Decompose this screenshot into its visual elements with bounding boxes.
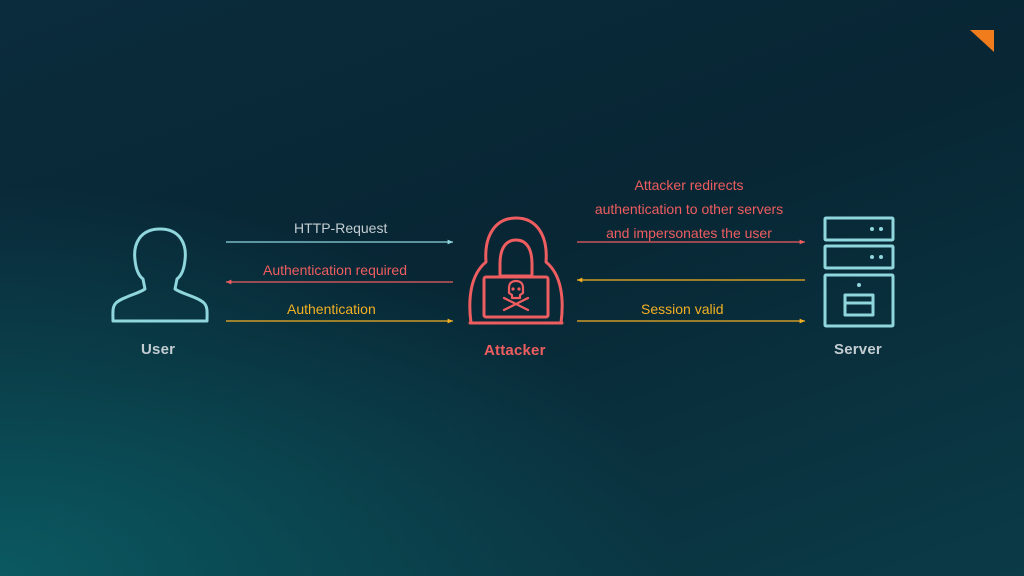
hooded-hacker-laptop-skull-icon bbox=[468, 216, 564, 325]
redirect-label-line-2: authentication to other servers bbox=[594, 201, 784, 217]
redirect-label-line-3: and impersonates the user bbox=[606, 225, 772, 241]
session-valid-label: Session valid bbox=[641, 301, 724, 317]
attacker-label: Attacker bbox=[484, 342, 546, 359]
redirect-label-line-1: Attacker redirects bbox=[634, 177, 744, 193]
user-silhouette-icon bbox=[111, 227, 209, 323]
authentication-label: Authentication bbox=[287, 301, 376, 317]
orange-triangle-icon bbox=[970, 30, 994, 52]
redirect-label: Attacker redirects authentication to oth… bbox=[569, 173, 809, 245]
auth-required-label: Authentication required bbox=[263, 262, 407, 278]
http-request-label: HTTP-Request bbox=[294, 220, 388, 236]
user-label: User bbox=[141, 341, 176, 358]
server-rack-icon bbox=[823, 216, 895, 328]
server-label: Server bbox=[834, 341, 882, 358]
